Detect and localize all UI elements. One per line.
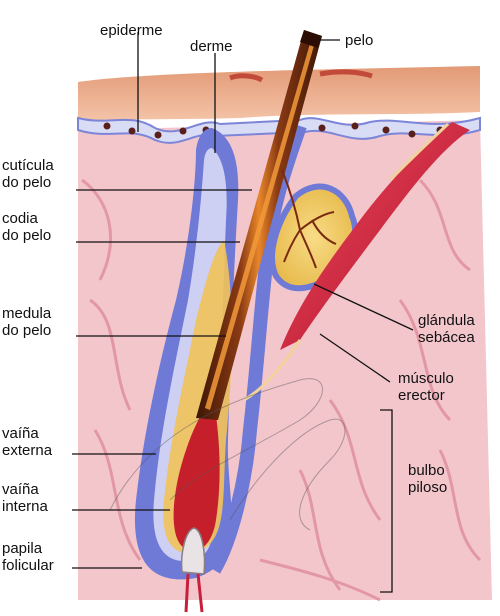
label-bulbo: bulbo piloso (408, 462, 447, 496)
label-vaina-externa: vaíña externa (2, 425, 52, 459)
bulb-bracket (380, 409, 393, 593)
label-codia-line1: codia (2, 210, 38, 227)
label-musculo-line1: músculo (398, 370, 454, 387)
label-derme: derme (190, 38, 233, 55)
label-codia-line2: do pelo (2, 227, 52, 244)
label-papila-line1: papila (2, 540, 43, 557)
leader-glandula (313, 283, 414, 331)
label-vaina-interna-line1: vaíña (2, 481, 39, 498)
label-medula: medula do pelo (2, 305, 51, 339)
arrector-pili-muscle (280, 122, 470, 350)
label-cuticula-line1: cutícula (2, 157, 54, 174)
label-papila-line2: folicular (2, 557, 54, 574)
label-papila: papila folicular (2, 540, 54, 574)
label-bulbo-line1: bulbo (408, 462, 445, 479)
label-glandula-line1: glándula (418, 312, 475, 329)
follicular-papilla (180, 527, 206, 575)
hair-shaft (196, 30, 322, 420)
label-vaina-externa-line1: vaíña (2, 425, 39, 442)
label-vaina-externa-line2: externa (2, 442, 53, 459)
label-derme-text: derme (190, 38, 233, 55)
label-medula-line2: do pelo (2, 322, 52, 339)
label-vaina-interna-line2: interna (2, 498, 48, 515)
label-musculo-line2: erector (398, 387, 445, 404)
label-vaina-interna: vaíña interna (2, 481, 48, 515)
label-epiderme-text: epiderme (100, 22, 163, 39)
dermal-fibers (81, 178, 482, 602)
label-glandula: glándula sebácea (418, 312, 475, 346)
leader-lines (72, 32, 414, 593)
label-bulbo-line2: piloso (408, 479, 448, 496)
label-codia: codia do pelo (2, 210, 51, 244)
label-cuticula: cutícula do pelo (2, 157, 54, 191)
label-medula-line1: medula (2, 305, 52, 322)
label-epiderme: epiderme (100, 22, 163, 39)
label-pelo: pelo (345, 32, 373, 49)
bulb-core (173, 400, 220, 551)
label-musculo: músculo erector (398, 370, 454, 404)
label-cuticula-line2: do pelo (2, 174, 52, 191)
leader-musculo (319, 333, 391, 383)
epidermis-layer (78, 66, 480, 122)
label-glandula-line2: sebácea (418, 329, 475, 346)
watermark-scribble (109, 378, 346, 531)
label-pelo-text: pelo (345, 32, 374, 49)
